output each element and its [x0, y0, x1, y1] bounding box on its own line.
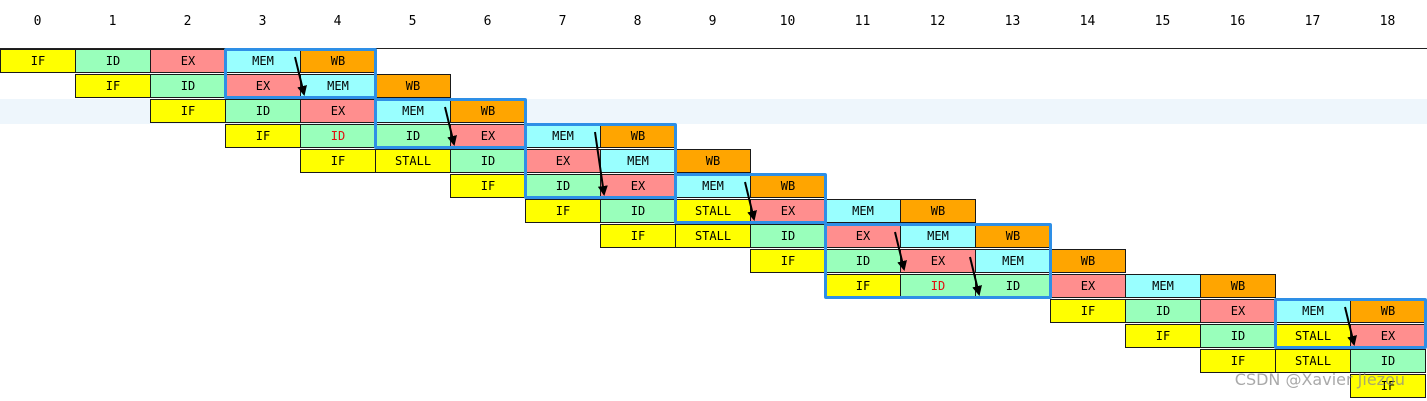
stage-cell-mem: MEM: [600, 149, 676, 173]
stage-cell-if: IF: [1125, 324, 1201, 348]
stage-cell-wb: WB: [1200, 274, 1276, 298]
stage-cell-ex: EX: [600, 174, 676, 198]
stage-cell-id: ID: [375, 124, 451, 148]
stage-cell-id: ID: [825, 249, 901, 273]
stage-cell-id: ID: [150, 74, 226, 98]
cycle-label: 4: [333, 14, 342, 29]
stage-cell-mem: MEM: [900, 224, 976, 248]
stage-cell-ex: EX: [450, 124, 526, 148]
stage-cell-if: IF: [825, 274, 901, 298]
stage-cell-ex: EX: [750, 199, 826, 223]
stage-cell-ex: EX: [525, 149, 601, 173]
stage-cell-ex: EX: [900, 249, 976, 273]
cycle-label: 5: [408, 14, 417, 29]
stage-cell-id: ID: [1125, 299, 1201, 323]
stage-cell-mem: MEM: [825, 199, 901, 223]
stage-cell-ex: EX: [150, 49, 226, 73]
cycle-label: 0: [33, 14, 42, 29]
stage-cell-id: ID: [300, 124, 376, 148]
stage-cell-wb: WB: [1350, 299, 1426, 323]
stage-cell-wb: WB: [450, 99, 526, 123]
cycle-label: 9: [708, 14, 717, 29]
stage-cell-stall: STALL: [675, 224, 751, 248]
stage-cell-if: IF: [1050, 299, 1126, 323]
stage-cell-id: ID: [900, 274, 976, 298]
stage-cell-wb: WB: [600, 124, 676, 148]
stage-cell-wb: WB: [375, 74, 451, 98]
stage-cell-stall: STALL: [1275, 349, 1351, 373]
stage-cell-wb: WB: [300, 49, 376, 73]
stage-cell-stall: STALL: [675, 199, 751, 223]
cycle-label: 7: [558, 14, 567, 29]
stage-cell-id: ID: [75, 49, 151, 73]
stage-cell-if: IF: [300, 149, 376, 173]
cycle-label: 1: [108, 14, 117, 29]
stage-cell-wb: WB: [975, 224, 1051, 248]
stage-cell-if: IF: [150, 99, 226, 123]
stage-cell-wb: WB: [750, 174, 826, 198]
stage-cell-ex: EX: [1050, 274, 1126, 298]
stage-cell-if: IF: [75, 74, 151, 98]
cycle-label: 15: [1154, 14, 1171, 29]
stage-cell-wb: WB: [900, 199, 976, 223]
stage-cell-id: ID: [450, 149, 526, 173]
cycle-label: 6: [483, 14, 492, 29]
stage-cell-mem: MEM: [300, 74, 376, 98]
stage-cell-if: IF: [1350, 374, 1426, 398]
stage-cell-id: ID: [1350, 349, 1426, 373]
stage-cell-mem: MEM: [1125, 274, 1201, 298]
stage-cell-id: ID: [225, 99, 301, 123]
stage-cell-mem: MEM: [975, 249, 1051, 273]
cycle-label: 13: [1004, 14, 1021, 29]
cycle-label: 11: [854, 14, 871, 29]
stage-cell-if: IF: [0, 49, 76, 73]
cycle-label: 17: [1304, 14, 1321, 29]
stage-cell-id: ID: [750, 224, 826, 248]
stage-cell-id: ID: [600, 199, 676, 223]
cycle-label: 14: [1079, 14, 1096, 29]
stage-cell-mem: MEM: [375, 99, 451, 123]
stage-cell-if: IF: [225, 124, 301, 148]
stage-cell-id: ID: [525, 174, 601, 198]
stage-cell-mem: MEM: [675, 174, 751, 198]
stage-cell-mem: MEM: [525, 124, 601, 148]
header-divider: [0, 48, 1427, 49]
stage-cell-if: IF: [600, 224, 676, 248]
stage-cell-stall: STALL: [375, 149, 451, 173]
stage-cell-mem: MEM: [1275, 299, 1351, 323]
stage-cell-wb: WB: [1050, 249, 1126, 273]
stage-cell-ex: EX: [825, 224, 901, 248]
stage-cell-if: IF: [1200, 349, 1276, 373]
stage-cell-wb: WB: [675, 149, 751, 173]
stage-cell-if: IF: [450, 174, 526, 198]
stage-cell-ex: EX: [1350, 324, 1426, 348]
cycle-label: 10: [779, 14, 796, 29]
stage-cell-ex: EX: [1200, 299, 1276, 323]
stage-cell-id: ID: [975, 274, 1051, 298]
stage-cell-if: IF: [750, 249, 826, 273]
stage-cell-if: IF: [525, 199, 601, 223]
cycle-label: 3: [258, 14, 267, 29]
cycle-label: 2: [183, 14, 192, 29]
watermark: CSDN @Xavier Jiezou: [1234, 370, 1405, 389]
stage-cell-ex: EX: [225, 74, 301, 98]
stage-cell-mem: MEM: [225, 49, 301, 73]
cycle-label: 16: [1229, 14, 1246, 29]
cycle-label: 12: [929, 14, 946, 29]
cycle-label: 8: [633, 14, 642, 29]
cycle-label: 18: [1379, 14, 1396, 29]
stage-cell-id: ID: [1200, 324, 1276, 348]
stage-cell-stall: STALL: [1275, 324, 1351, 348]
stage-cell-ex: EX: [300, 99, 376, 123]
